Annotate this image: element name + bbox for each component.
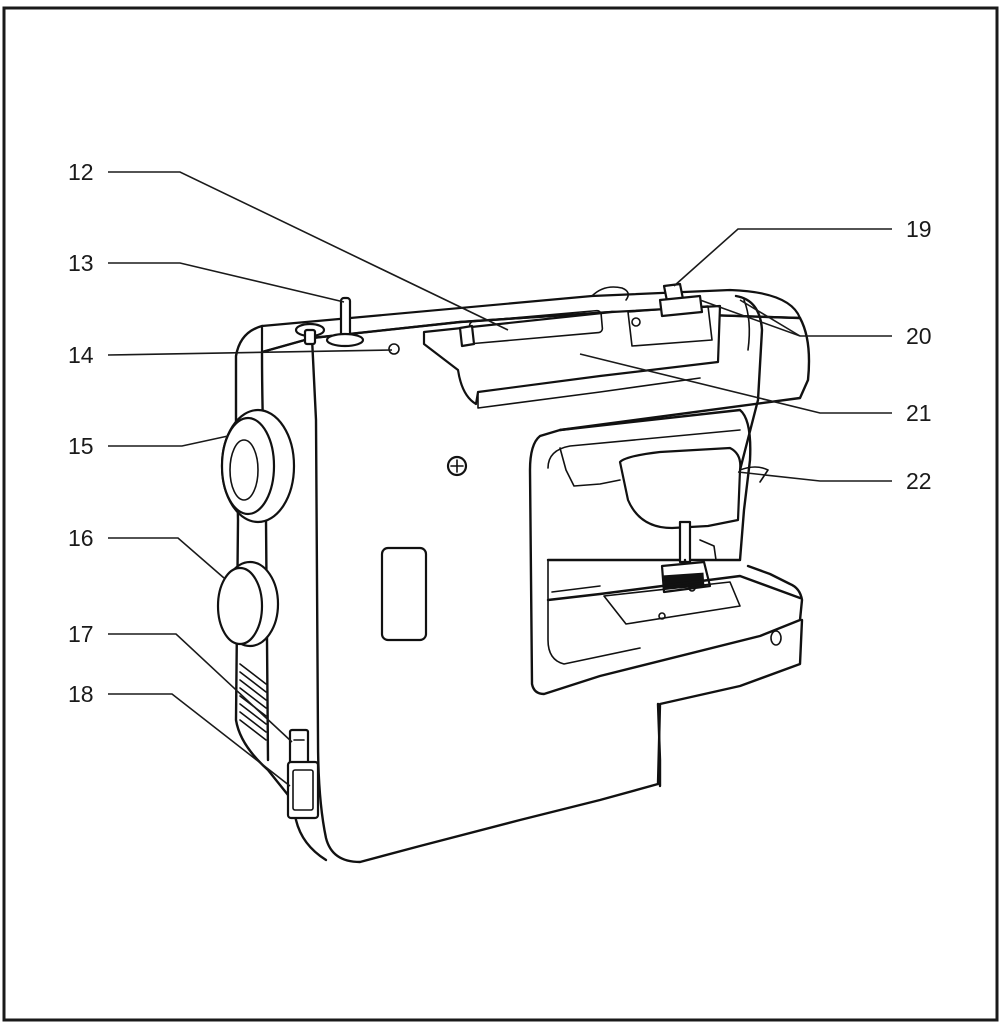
callout-22: 22 — [906, 468, 932, 494]
machine-left-side — [234, 324, 294, 802]
bed-side-hole — [770, 630, 782, 646]
leader-17 — [108, 633, 293, 743]
callout-13: 13 — [68, 250, 94, 276]
hand-wheel-inner — [229, 439, 259, 501]
machine-body-outline — [260, 310, 811, 696]
power-socket-inner — [292, 769, 314, 811]
needle-head — [618, 446, 742, 530]
callout-19: 19 — [906, 216, 932, 242]
leader-18 — [108, 693, 291, 787]
callout-17: 17 — [68, 621, 94, 647]
leader-19 — [673, 228, 892, 287]
spool-pin — [458, 324, 476, 348]
ventilation-slots — [239, 663, 267, 741]
bobbin-winder-stopper-post — [303, 328, 317, 346]
needle-plate — [603, 581, 741, 625]
callout-12: 12 — [68, 159, 94, 185]
bobbin-winder-base — [325, 332, 365, 348]
leader-13 — [108, 262, 345, 303]
top-thread-guide-base — [658, 294, 704, 318]
presser-foot-lever — [739, 466, 769, 483]
leader-14 — [107, 349, 393, 356]
callout-21: 21 — [906, 400, 932, 426]
leader-22 — [737, 471, 892, 482]
free-arm-bed — [546, 574, 802, 602]
stitch-dial-front — [216, 566, 264, 646]
leader-20b — [739, 299, 801, 337]
leader-12 — [108, 171, 509, 331]
top-cover-line — [477, 377, 701, 409]
callout-15: 15 — [68, 433, 94, 459]
bobbin-winder-hole — [388, 343, 400, 355]
leader-15 — [108, 435, 229, 447]
callout-14: 14 — [68, 342, 94, 368]
front-panel-window — [380, 546, 428, 642]
machine-base — [290, 798, 328, 862]
power-switch — [288, 728, 310, 768]
arm-opening-inner — [546, 408, 752, 562]
thread-guide-hole — [631, 317, 641, 327]
diagram-frame — [2, 6, 999, 1022]
callout-20: 20 — [906, 323, 932, 349]
needle-bar — [678, 520, 692, 564]
callout-16: 16 — [68, 525, 94, 551]
leader-16 — [108, 537, 225, 579]
top-cover — [422, 304, 722, 406]
arm-opening-bottom — [547, 559, 641, 665]
callout-18: 18 — [68, 681, 94, 707]
hand-wheel-front — [220, 416, 276, 516]
sewing-machine-illustration — [216, 282, 811, 864]
leader-21 — [579, 353, 892, 414]
power-socket — [286, 760, 320, 820]
callout-numbers: 12 13 14 15 16 17 18 19 20 21 22 — [68, 159, 932, 707]
callout-leaders — [107, 171, 892, 787]
tension-dial-top — [591, 286, 630, 301]
base-bottom-right — [656, 702, 662, 788]
arm-opening-rim — [547, 429, 741, 469]
